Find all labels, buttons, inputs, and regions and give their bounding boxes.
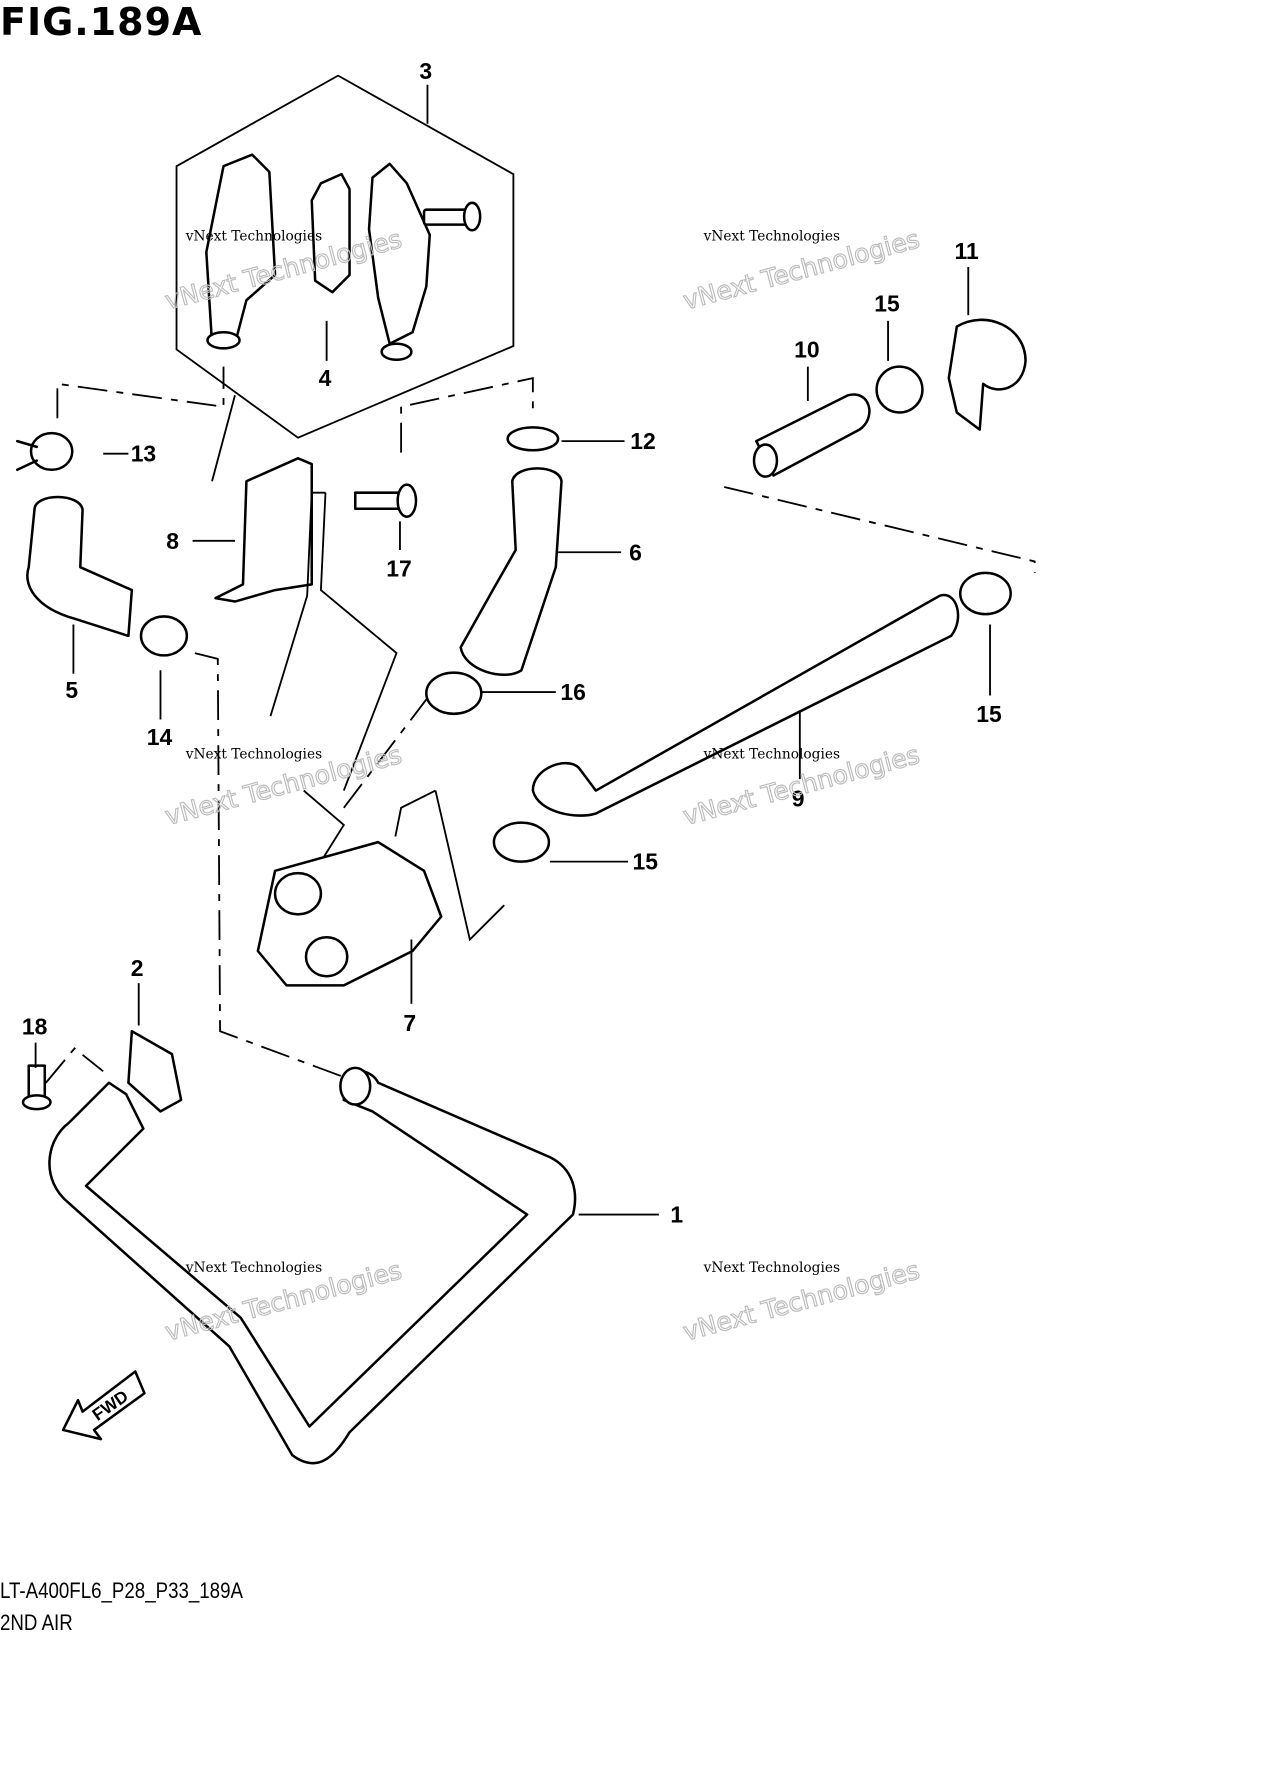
reed-valve-cover — [367, 162, 432, 362]
pair-valve-7 — [256, 840, 443, 987]
callout-1: 1 — [670, 1202, 683, 1228]
svg-text:vNext Technologies: vNext Technologies — [185, 1260, 322, 1276]
pipe-10 — [755, 393, 871, 477]
callout-17: 17 — [386, 555, 411, 581]
bolt-17 — [354, 483, 418, 519]
fwd-arrow: FWD — [61, 1370, 146, 1441]
svg-text:vNext Technologies: vNext Technologies — [185, 747, 322, 763]
callout-4: 4 — [319, 365, 332, 391]
callout-2: 2 — [131, 955, 144, 981]
reed-valve-4 — [310, 172, 351, 294]
screw — [422, 201, 482, 232]
svg-text:vNext Technologies: vNext Technologies — [703, 1260, 840, 1276]
bracket-8 — [214, 457, 313, 603]
callout-6: 6 — [629, 539, 642, 565]
bolt-18 — [21, 1064, 52, 1111]
callout-14: 14 — [147, 724, 173, 750]
clamp-15 — [492, 821, 551, 863]
clamp-15 — [875, 365, 924, 414]
callout-12: 12 — [630, 428, 655, 454]
callout-13: 13 — [131, 441, 156, 467]
hose-9 — [531, 593, 960, 817]
callout-7: 7 — [403, 1010, 416, 1036]
hose-6 — [459, 467, 563, 676]
clamp-15 — [958, 571, 1012, 616]
pipe — [269, 491, 398, 791]
callout-15: 15 — [976, 701, 1002, 727]
callout-16: 16 — [560, 679, 585, 705]
clamp-14 — [139, 615, 189, 657]
callout-8: 8 — [166, 528, 179, 554]
callout-11: 11 — [955, 238, 979, 264]
section-name: 2ND AIR — [0, 1610, 73, 1635]
svg-text:vNext Technologies: vNext Technologies — [703, 229, 840, 245]
pipe-1 — [48, 1069, 577, 1465]
assembly-3-outline — [175, 74, 515, 439]
callout-15: 15 — [633, 849, 659, 875]
svg-text:vNext Technologies: vNext Technologies — [185, 229, 322, 245]
callout-18: 18 — [22, 1014, 48, 1040]
callout-leaders — [34, 84, 991, 1216]
figure-title: FIG.189A — [0, 0, 203, 44]
callout-5: 5 — [65, 677, 78, 703]
callout-10: 10 — [794, 336, 819, 362]
clamp-16 — [425, 671, 483, 716]
reed-valve-case — [205, 153, 277, 350]
hose-5 — [26, 495, 134, 638]
callout-15: 15 — [874, 291, 900, 317]
clamp-13 — [16, 431, 74, 472]
callout-9: 9 — [792, 786, 805, 812]
figure-code: LT-A400FL6_P28_P33_189A — [0, 1578, 243, 1603]
cap-11 — [947, 318, 1027, 431]
gasket-2 — [127, 1029, 183, 1113]
o-ring-12 — [506, 426, 560, 452]
svg-text:vNext Technologies: vNext Technologies — [703, 747, 840, 763]
callout-3: 3 — [419, 58, 432, 84]
